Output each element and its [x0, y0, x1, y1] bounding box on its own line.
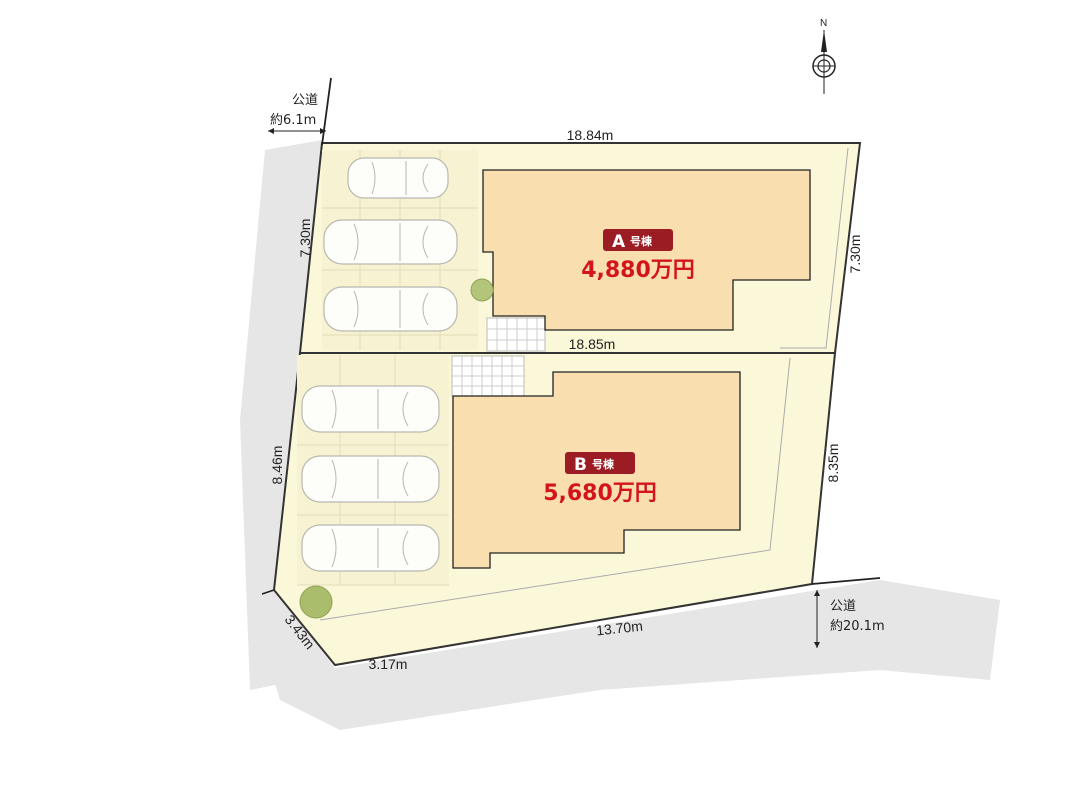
road-nw-width: 約6.1m: [270, 113, 316, 128]
dim-southwest: 3.17m: [369, 656, 408, 672]
tile-patch-a: [486, 317, 546, 352]
car-a-2: [323, 219, 458, 265]
road-south: [262, 580, 1000, 730]
car-b-3: [301, 524, 440, 572]
dim-lot-b-right: 8.35m: [825, 444, 841, 483]
road-nw-name: 公道: [292, 93, 318, 108]
lot-a-badge: [603, 229, 673, 251]
lot-a-label: A 号棟 4,880万円: [581, 229, 695, 283]
lot-b-label: B 号棟 5,680万円: [543, 452, 657, 506]
compass-rose: N: [812, 18, 836, 94]
lot-a-letter: A: [612, 232, 626, 252]
road-south-annotation: 公道 約20.1m: [814, 590, 885, 648]
car-a-1: [347, 157, 449, 199]
car-b-1: [301, 385, 440, 433]
setback-b: [319, 357, 791, 621]
lot-b-badge: [565, 452, 635, 474]
lot-b-letter: B: [574, 455, 587, 475]
dim-lot-a-top: 18.84m: [567, 127, 614, 143]
road-south-width: 約20.1m: [830, 619, 885, 634]
road-nw-annotation: 公道 約6.1m: [268, 93, 326, 134]
lot-a-price: 4,880万円: [581, 258, 695, 283]
tree-a: [470, 278, 494, 302]
dim-lot-b-left: 8.46m: [269, 446, 285, 485]
dim-south-frontage: 13.70m: [595, 618, 643, 639]
road-west: [240, 140, 322, 690]
tile-patch-b: [451, 355, 525, 397]
road-edge-sw: [261, 589, 275, 595]
lot-b-suffix: 号棟: [592, 457, 615, 471]
road-edge-south: [811, 577, 881, 585]
dim-lot-a-left: 7.30m: [297, 219, 313, 258]
setback-a: [780, 147, 849, 349]
dim-lot-a-right: 7.30m: [847, 235, 863, 274]
compass-north-label: N: [820, 18, 827, 29]
lot-a-suffix: 号棟: [630, 234, 653, 248]
road-edge-west: [321, 77, 332, 146]
tree-b: [299, 585, 333, 619]
dim-shared-boundary: 18.85m: [569, 336, 616, 352]
car-a-3: [323, 286, 458, 332]
road-south-name: 公道: [830, 599, 856, 614]
car-b-2: [301, 455, 440, 503]
lot-b-price: 5,680万円: [543, 481, 657, 506]
